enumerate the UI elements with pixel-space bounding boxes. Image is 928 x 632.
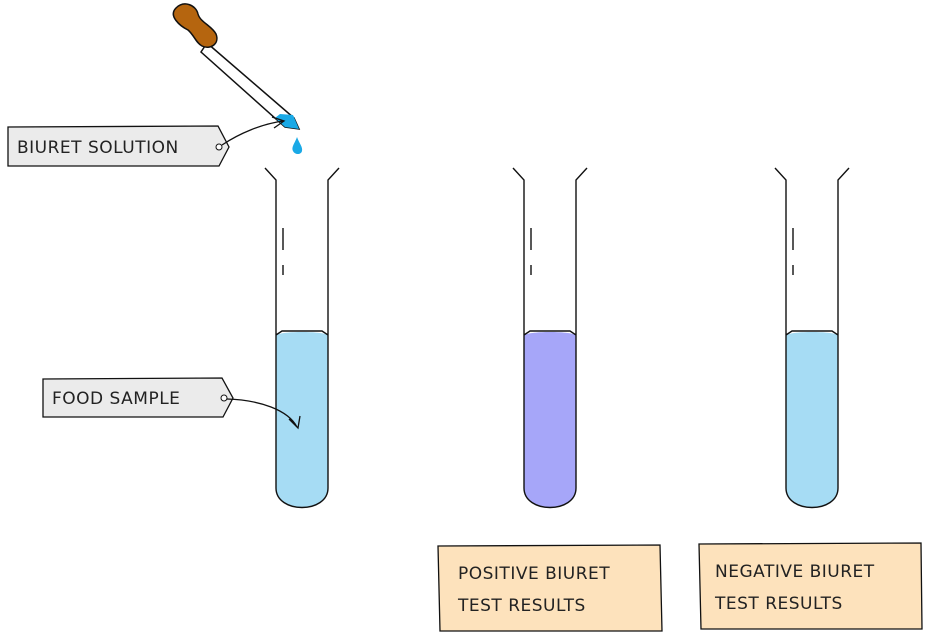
food-sample-text: FOOD SAMPLE [52, 389, 180, 409]
tube-outline [512, 167, 588, 509]
negative-result-box: NEGATIVE BIURET TEST RESULTS [698, 542, 923, 630]
food-sample-label: FOOD SAMPLE [42, 377, 301, 430]
biuret-solution-text: BIURET SOLUTION [17, 138, 179, 158]
dropper-liquid [275, 114, 299, 129]
positive-result-tube [512, 167, 588, 509]
tube-liquid [276, 332, 328, 508]
biuret-solution-label: BIURET SOLUTION [7, 116, 286, 167]
positive-line2: TEST RESULTS [457, 596, 586, 616]
arrow-to-dropper [221, 116, 286, 146]
biuret-drop [292, 137, 303, 154]
tube-outline [774, 167, 850, 509]
food-sample-tube [264, 167, 340, 509]
negative-line1: NEGATIVE BIURET [715, 562, 875, 582]
positive-result-box: POSITIVE BIURET TEST RESULTS [437, 544, 663, 632]
tube-outline [264, 167, 340, 509]
arrow-to-sample [226, 398, 301, 430]
positive-line1: POSITIVE BIURET [458, 564, 610, 584]
negative-line2: TEST RESULTS [714, 594, 843, 614]
dropper [172, 3, 303, 154]
tube-liquid [524, 332, 576, 508]
negative-result-tube [774, 167, 850, 509]
dropper-bulb [172, 3, 218, 48]
tube-liquid [786, 332, 838, 508]
